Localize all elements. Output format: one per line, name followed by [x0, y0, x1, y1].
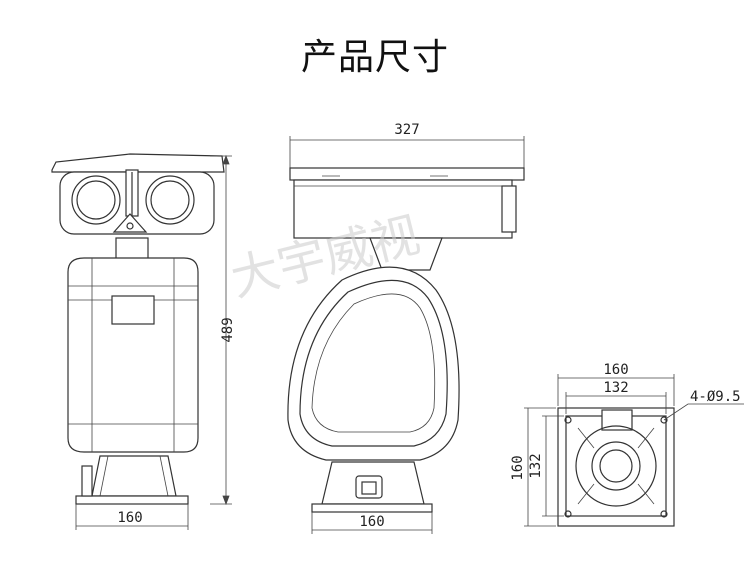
top-inner-width-label: 132	[603, 380, 628, 396]
top-outer-width-label: 160	[603, 362, 628, 378]
top-inner-height-label: 132	[528, 453, 544, 478]
side-base-width-label: 160	[359, 514, 384, 530]
mounting-holes-label: 4-Ø9.5	[690, 389, 741, 405]
front-height-label: 489	[220, 317, 236, 342]
front-width-label: 160	[117, 510, 142, 526]
side-view	[287, 136, 525, 534]
top-view	[524, 374, 744, 527]
top-outer-height-label: 160	[510, 455, 526, 480]
page-title: 产品尺寸	[300, 37, 449, 78]
side-top-width-label: 327	[394, 122, 419, 138]
front-view	[51, 153, 232, 530]
